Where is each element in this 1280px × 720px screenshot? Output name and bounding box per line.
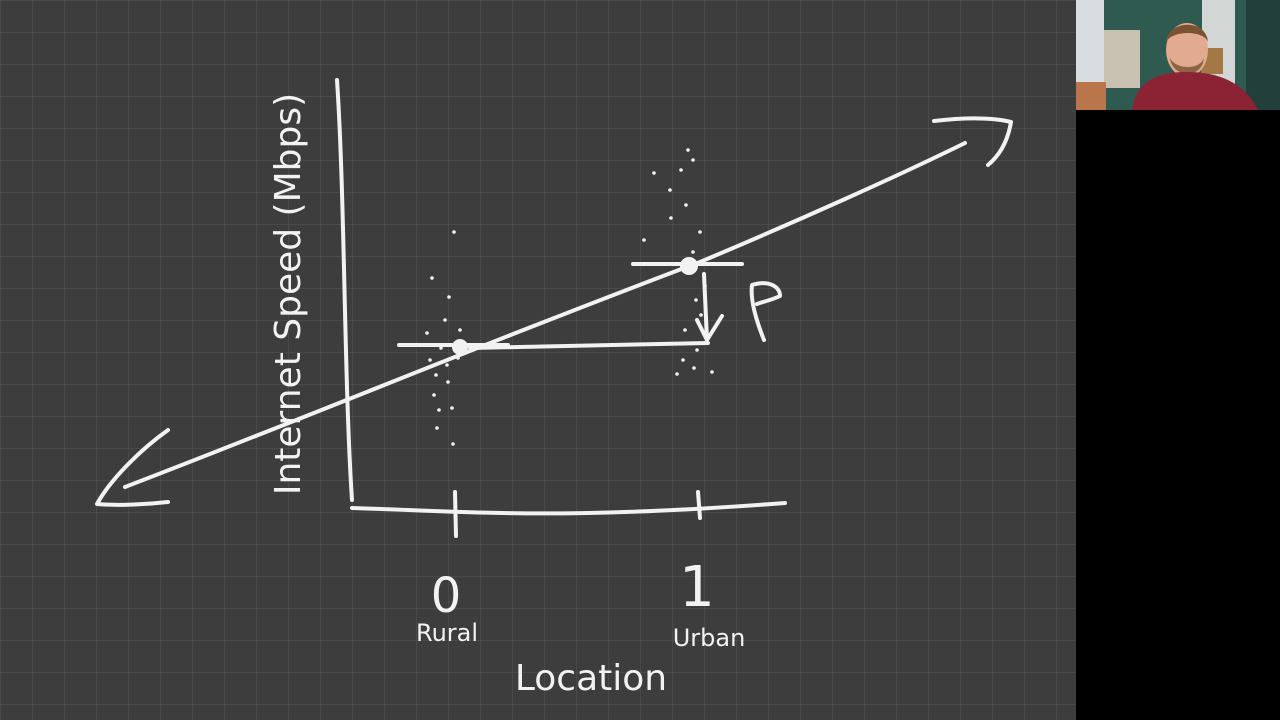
scatter-dot [679, 168, 683, 172]
scatter-dot [699, 313, 703, 317]
scatter-dot [439, 346, 443, 350]
scatter-dot [684, 203, 688, 207]
scatter-dot [683, 328, 687, 332]
x-axis-label: Location [515, 658, 667, 699]
tick-value-1: 1 [679, 555, 715, 620]
run-line [468, 341, 710, 350]
scatter-dot [691, 250, 695, 254]
right-arrow-head [932, 116, 1013, 167]
y-axis-label: Internet Speed (Mbps) [268, 93, 309, 495]
tick-category-urban: Urban [673, 624, 746, 652]
scatter-dot [446, 380, 450, 384]
webcam-picture [1076, 0, 1280, 110]
scatter-dot [432, 393, 436, 397]
diagram-svg: 0 Rural 1 Urban Location Internet Speed … [0, 0, 1076, 720]
scatter-dot [452, 230, 456, 234]
beta-glyph-drawing [749, 281, 782, 342]
left-arrow-head [95, 428, 170, 507]
regression-line [123, 141, 967, 489]
scatter-dot [428, 358, 432, 362]
scatter-dot [430, 276, 434, 280]
scatter-dot [451, 442, 455, 446]
scatter-dot [445, 363, 449, 367]
tick-value-0: 0 [431, 568, 462, 624]
scatter-dot [450, 406, 454, 410]
scatter-dot [458, 328, 462, 332]
scatter-dot [668, 188, 672, 192]
scatter-dot [435, 426, 439, 430]
scatter-dot [652, 171, 656, 175]
scatter-dot [694, 298, 698, 302]
urban-mean-point [680, 257, 698, 275]
y-axis-line [335, 78, 354, 502]
rise-arrow [695, 272, 724, 342]
tick-category-rural: Rural [416, 619, 478, 647]
whiteboard-canvas: 0 Rural 1 Urban Location Internet Speed … [0, 0, 1076, 720]
rural-mean-point [452, 339, 468, 355]
scatter-dot [710, 370, 714, 374]
scatter-dot [425, 331, 429, 335]
scatter-dot [698, 230, 702, 234]
side-panel-blank [1076, 110, 1280, 720]
scatter-dot [443, 318, 447, 322]
scatter-dot [681, 358, 685, 362]
scatter-dot [686, 148, 690, 152]
webcam-feed [1076, 0, 1280, 110]
scatter-dot [447, 295, 451, 299]
x-tick-1 [696, 490, 702, 520]
grid-background [0, 0, 1076, 720]
x-axis-line [350, 501, 787, 516]
scatter-dot [437, 408, 441, 412]
scatter-dot [675, 372, 679, 376]
scatter-dot [669, 216, 673, 220]
x-tick-0 [453, 490, 458, 538]
scatter-dot [642, 238, 646, 242]
scatter-dot [692, 366, 696, 370]
scatter-dot [434, 373, 438, 377]
scatter-dot [691, 158, 695, 162]
scatter-dot [695, 348, 699, 352]
